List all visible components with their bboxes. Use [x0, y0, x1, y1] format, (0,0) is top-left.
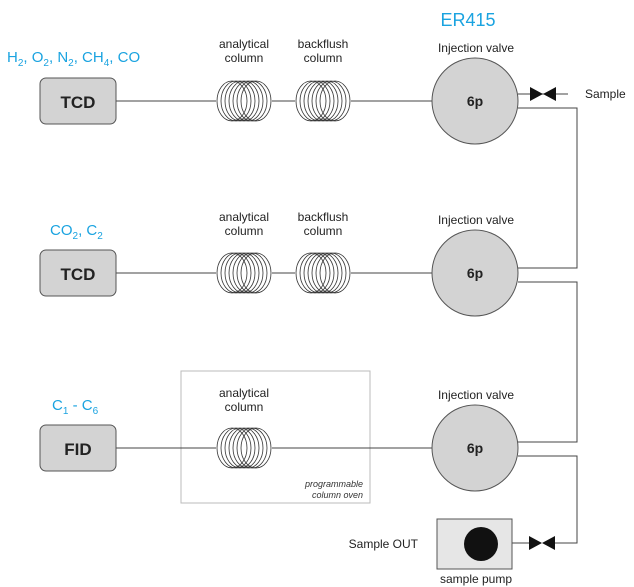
- valve-label: 6p: [467, 440, 483, 456]
- sample-pump-label: sample pump: [440, 572, 512, 586]
- valve-label: 6p: [467, 93, 483, 109]
- connection-line: [518, 281, 578, 443]
- coil-loop: [216, 80, 248, 122]
- sample-in-label: Sample: [585, 87, 626, 101]
- analytical-column-coil: [216, 427, 272, 469]
- pump-rotor-icon: [464, 527, 498, 561]
- analytical-column-coil: [216, 80, 272, 122]
- column-label-line2: column: [225, 224, 264, 238]
- column-label-line1: backflush: [298, 37, 349, 51]
- coil-loop: [220, 252, 252, 294]
- coil-loop: [299, 80, 331, 122]
- coil-loop: [236, 427, 268, 469]
- coil-loop: [295, 252, 327, 294]
- coil-loop: [303, 252, 335, 294]
- coil-loop: [224, 80, 256, 122]
- coil-loop: [216, 427, 248, 469]
- column-oven-box: [180, 370, 371, 504]
- column-label-line1: backflush: [298, 210, 349, 224]
- coil-background: [295, 252, 351, 294]
- coil-loop: [236, 252, 268, 294]
- coil-loop: [224, 427, 256, 469]
- coil-loop: [315, 252, 347, 294]
- coil-loop: [232, 427, 264, 469]
- coil-loop: [311, 80, 343, 122]
- coil-background: [216, 80, 272, 122]
- coil-loop: [220, 80, 252, 122]
- column-label-line2: column: [225, 400, 264, 414]
- oven-label-line2: column oven: [312, 490, 363, 500]
- coil-loop: [315, 80, 347, 122]
- gas-label-2: CO2, C2: [50, 222, 103, 242]
- connection-line: [518, 107, 578, 269]
- coil-loop: [303, 80, 335, 122]
- coil-loop: [220, 427, 252, 469]
- coil-loop: [236, 80, 268, 122]
- column-label-line1: analytical: [219, 37, 269, 51]
- coil-loop: [216, 252, 248, 294]
- valve-label: 6p: [467, 265, 483, 281]
- analytical-column-coil: [216, 252, 272, 294]
- valve-title: Injection valve: [438, 41, 514, 55]
- backflush-column-coil: [295, 252, 351, 294]
- valve-title: Injection valve: [438, 213, 514, 227]
- coil-loop: [319, 80, 351, 122]
- gas-label-1: H2, O2, N2, CH4, CO: [7, 49, 140, 69]
- column-label-line1: analytical: [219, 210, 269, 224]
- coil-loop: [224, 252, 256, 294]
- coil-loop: [240, 427, 272, 469]
- valve-title: Injection valve: [438, 388, 514, 402]
- column-label-line2: column: [225, 51, 264, 65]
- coil-loop: [228, 80, 260, 122]
- coil-loop: [311, 252, 343, 294]
- detector-box: [39, 424, 117, 472]
- connection-line: [518, 455, 578, 544]
- coil-background: [295, 80, 351, 122]
- coil-loop: [232, 80, 264, 122]
- coil-loop: [240, 252, 272, 294]
- coil-loop: [295, 80, 327, 122]
- detector-label: FID: [64, 440, 91, 459]
- coil-loop: [228, 427, 260, 469]
- needle-valve-in-icon: [530, 87, 556, 101]
- column-label-line2: column: [304, 224, 343, 238]
- channel-2: CO2, C2 TCD analytical column backflush …: [39, 210, 519, 317]
- coil-background: [216, 252, 272, 294]
- coil-loop: [307, 252, 339, 294]
- coil-loop: [307, 80, 339, 122]
- coil-background: [216, 427, 272, 469]
- gas-label-3: C1 - C6: [52, 397, 99, 417]
- detector-box: [39, 77, 117, 125]
- detector-label: TCD: [61, 93, 96, 112]
- diagram-title: ER415: [440, 10, 495, 30]
- oven-label-line1: programmable: [304, 479, 363, 489]
- column-label-line1: analytical: [219, 386, 269, 400]
- coil-loop: [319, 252, 351, 294]
- coil-loop: [228, 252, 260, 294]
- coil-loop: [240, 80, 272, 122]
- injection-valve: [431, 229, 519, 317]
- coil-loop: [232, 252, 264, 294]
- coil-loop: [299, 252, 331, 294]
- channel-1: H2, O2, N2, CH4, CO TCD analytical colum…: [7, 37, 519, 145]
- channel-3: C1 - C6 programmable column oven FID ana…: [39, 370, 519, 504]
- injection-valve: [431, 404, 519, 492]
- sample-out-label: Sample OUT: [349, 537, 419, 551]
- column-label-line2: column: [304, 51, 343, 65]
- detector-label: TCD: [61, 265, 96, 284]
- backflush-column-coil: [295, 80, 351, 122]
- injection-valve: [431, 57, 519, 145]
- detector-box: [39, 249, 117, 297]
- needle-valve-out-icon: [529, 536, 555, 550]
